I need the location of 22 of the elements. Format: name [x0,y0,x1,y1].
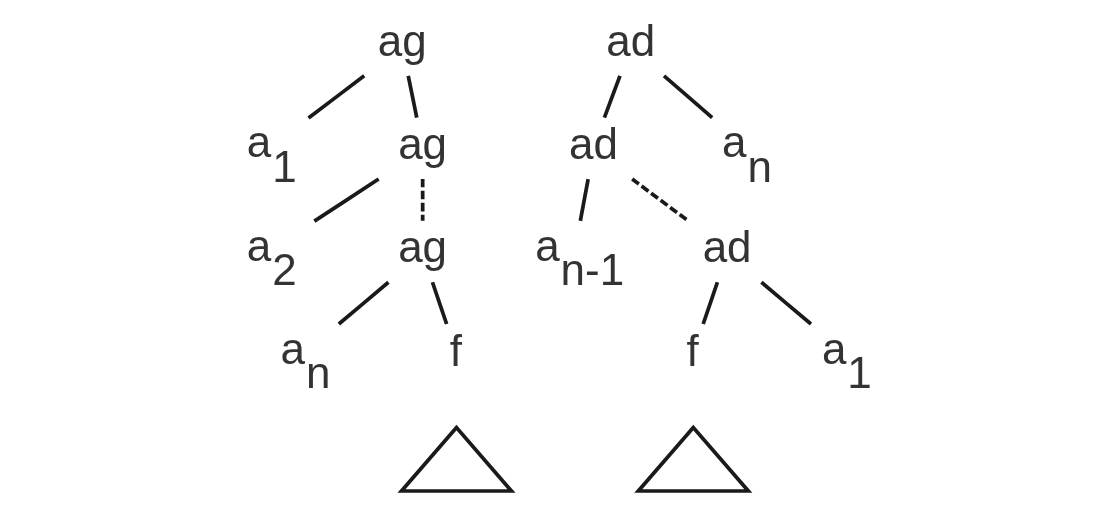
node-text: ag [398,222,448,272]
connector [631,177,690,223]
connector [406,75,419,118]
connector [701,281,720,325]
connector [662,74,714,120]
node-text: ag [377,15,427,65]
connector [760,280,813,326]
connector [578,178,590,222]
node-triangle [634,424,753,493]
node-text: f [686,325,699,375]
node-triangle [397,424,516,493]
connector [430,281,449,325]
node-text: ad [606,15,656,65]
connector [313,177,380,223]
node-text: f [449,325,462,375]
connector [420,179,425,221]
node-text: ag [398,119,448,169]
connector [307,74,366,120]
node-text: ad [702,222,752,272]
connector [337,280,390,326]
node-text: ad [568,119,618,169]
connector [602,75,622,119]
